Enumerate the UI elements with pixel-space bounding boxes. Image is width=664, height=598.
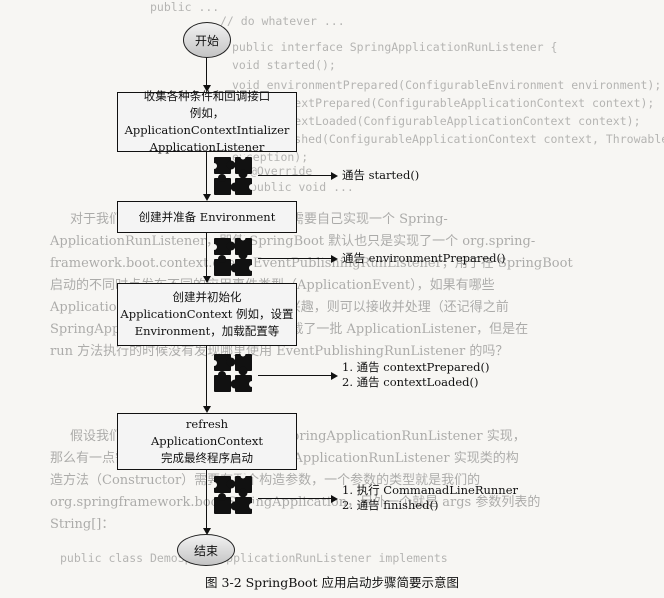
connector xyxy=(206,231,207,276)
notify-connector xyxy=(258,375,331,376)
start-node: 开始 xyxy=(183,22,231,58)
bg-code-line: public ... xyxy=(150,0,220,14)
step-box-refresh: refresh ApplicationContext 完成最终程序启动 xyxy=(117,413,297,470)
bg-code-line: // do whatever ... xyxy=(220,14,345,28)
notify-label: 1. 执行 CommanadLineRunner 2. 通告 finished(… xyxy=(342,483,518,513)
connector xyxy=(206,468,207,528)
bg-code-line: public void ... xyxy=(250,180,354,194)
arrow-head xyxy=(202,194,211,201)
notify-label: 通告 started() xyxy=(342,168,419,183)
bg-code-line: void started(); xyxy=(232,58,336,72)
step-text-line: Environment，加载配置等 xyxy=(134,324,280,338)
notify-connector xyxy=(258,498,331,499)
notify-text-line: 通告 environmentPrepared() xyxy=(342,251,506,265)
step-text-line: 创建并准备 Environment xyxy=(138,209,276,224)
puzzle-icon xyxy=(211,351,255,392)
bg-code-line: void environmentPrepared(ConfigurableEnv… xyxy=(232,78,662,92)
notify-text-line: 通告 started() xyxy=(342,168,420,182)
figure-caption: 图 3-2 SpringBoot 应用启动步骤简要示意图 xyxy=(205,575,459,590)
step-box-context-init: 创建并初始化 ApplicationContext 例如，设置 Environm… xyxy=(117,283,297,346)
start-label: 开始 xyxy=(194,33,219,48)
arrow-head xyxy=(202,528,211,535)
end-label: 结束 xyxy=(193,543,218,558)
notify-text-line: 1. 执行 CommanadLineRunner xyxy=(342,483,519,497)
arrow-head xyxy=(202,85,211,92)
bg-code-line: public class DemoSpringApplicationRunLis… xyxy=(60,551,448,565)
puzzle-icon xyxy=(211,154,255,195)
puzzle-icon xyxy=(211,473,255,514)
arrow-head xyxy=(331,171,338,180)
notify-label: 通告 environmentPrepared() xyxy=(342,251,506,266)
connector xyxy=(206,150,207,194)
notify-text-line: 1. 通告 contextPrepared() xyxy=(342,360,490,374)
notify-connector xyxy=(258,175,331,176)
arrow-head xyxy=(331,254,338,263)
step-box-collect: 收集各种条件和回调接口 例如，ApplicationContextIntiali… xyxy=(117,89,297,154)
step-text-line: ApplicationListener xyxy=(149,140,265,154)
step-text-line: refresh xyxy=(185,417,229,431)
step-box-environment: 创建并准备 Environment xyxy=(117,201,297,233)
step-text-line: 完成最终程序启动 xyxy=(161,451,253,465)
step-text-line: 收集各种条件和回调接口 xyxy=(143,89,271,103)
step-text-line: 创建并初始化 xyxy=(172,290,242,304)
notify-text-line: 2. 通告 contextLoaded() xyxy=(342,375,479,389)
connector xyxy=(206,56,207,85)
arrow-head xyxy=(331,494,338,503)
notify-connector xyxy=(258,258,331,259)
notify-text-line: 2. 通告 finished() xyxy=(342,498,439,512)
bg-prose-line: String[]： xyxy=(50,517,115,532)
connector xyxy=(206,344,207,406)
bg-code-line: public interface SpringApplicationRunLis… xyxy=(232,40,558,54)
puzzle-icon xyxy=(211,235,255,276)
step-text-line: ApplicationContext xyxy=(151,434,263,448)
arrow-head xyxy=(202,276,211,283)
step-text-line: 例如，ApplicationContextIntializer xyxy=(124,106,290,137)
arrow-head xyxy=(202,406,211,413)
notify-label: 1. 通告 contextPrepared() 2. 通告 contextLoa… xyxy=(342,360,489,390)
step-text-line: ApplicationContext 例如，设置 xyxy=(120,307,294,321)
end-node: 结束 xyxy=(177,534,235,566)
arrow-head xyxy=(331,371,338,380)
